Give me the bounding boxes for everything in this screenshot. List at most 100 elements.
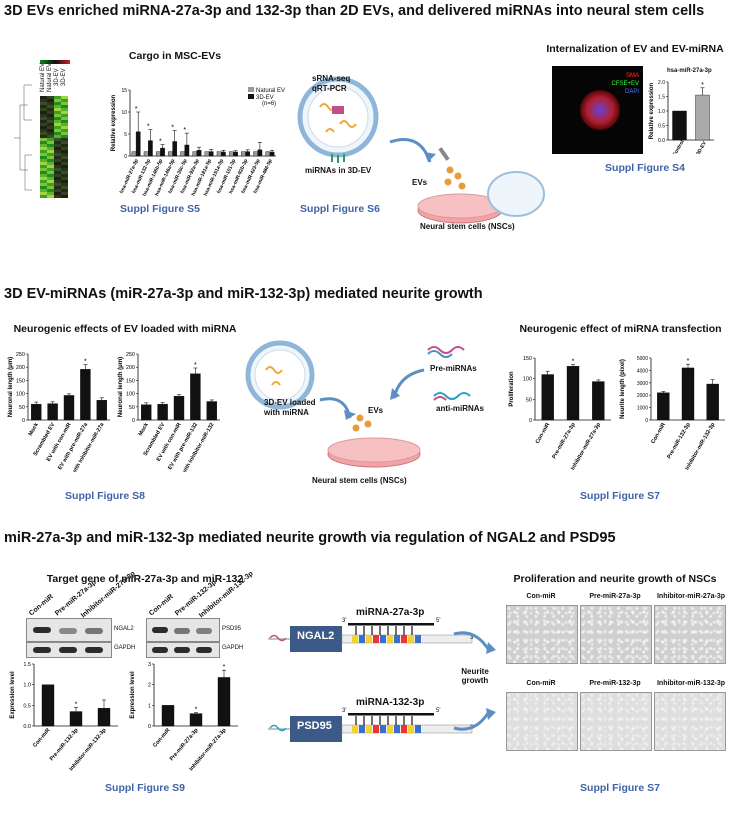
band bbox=[59, 628, 77, 634]
heatmap-cell bbox=[61, 159, 68, 162]
category-label: Pre-miR-132-3p bbox=[666, 421, 692, 459]
fluorescence-image: SMA CFSE+EV DAPI bbox=[552, 66, 643, 154]
bar bbox=[706, 383, 719, 421]
seed-nucleotide bbox=[359, 635, 365, 643]
bar bbox=[221, 151, 226, 157]
y-tick-label: 50 bbox=[526, 397, 532, 403]
pipette bbox=[438, 147, 450, 161]
heatmap-cell bbox=[61, 102, 68, 105]
bar bbox=[143, 151, 149, 157]
heatmap-cell bbox=[61, 195, 68, 198]
section-2-title: 3D EV-miRNAs (miR-27a-3p and miR-132-3p)… bbox=[4, 286, 483, 302]
utr-1-3prime: 3' bbox=[470, 635, 475, 641]
heatmap-cell bbox=[40, 111, 47, 114]
bar bbox=[241, 151, 246, 157]
legend-natural-ev: Natural EV bbox=[256, 88, 286, 94]
heatmap-cell bbox=[47, 120, 54, 123]
arrow-down-head bbox=[486, 708, 496, 720]
heatmap-cell bbox=[61, 177, 68, 180]
y-tick-label: 10 bbox=[121, 110, 127, 116]
heatmap-cell bbox=[40, 162, 47, 165]
heatmap-cell bbox=[54, 171, 61, 174]
heatmap-cell bbox=[54, 195, 61, 198]
bar bbox=[265, 151, 271, 157]
y-tick-label: 150 bbox=[126, 378, 135, 384]
seed-nucleotide bbox=[380, 635, 386, 643]
ev-surface-markers bbox=[331, 154, 345, 163]
caption-s4: Suppl Figure S4 bbox=[605, 162, 685, 174]
heatmap-colorbar bbox=[40, 60, 70, 64]
y-axis-label: Expression level bbox=[130, 671, 136, 719]
heatmap-cell bbox=[61, 180, 68, 183]
micrograph-r2-c3 bbox=[654, 692, 726, 751]
seed-nucleotide bbox=[352, 725, 358, 733]
y-tick-label: 1 bbox=[148, 703, 151, 709]
heatmap-cell bbox=[61, 141, 68, 144]
s6-evs: EVs bbox=[412, 178, 428, 187]
heatmap-cell bbox=[54, 159, 61, 162]
category-label: Inhibitor-miR-27a-3p bbox=[570, 421, 602, 470]
panel-s8-title: Neurogenic effects of EV loaded with miR… bbox=[13, 323, 237, 335]
heatmap-cell bbox=[47, 162, 54, 165]
y-axis-label: Neurite length (pixel) bbox=[620, 359, 626, 419]
heatmap-cell bbox=[40, 195, 47, 198]
s4-chart-title: hsa-miR-27a-3p bbox=[667, 68, 712, 74]
heatmap-cell bbox=[47, 114, 54, 117]
heatmap-cell bbox=[40, 183, 47, 186]
mirna-strand-2 bbox=[348, 713, 434, 716]
heatmap-cell bbox=[47, 183, 54, 186]
legend-cfse: CFSE+EV bbox=[611, 81, 639, 87]
label-psd95: PSD95 bbox=[222, 626, 242, 632]
heatmap-cell bbox=[40, 177, 47, 180]
bar bbox=[47, 403, 58, 421]
band bbox=[33, 647, 51, 653]
caption-s8: Suppl Figure S8 bbox=[65, 490, 145, 502]
heatmap-cell bbox=[40, 168, 47, 171]
category-label: Mock bbox=[138, 421, 151, 437]
y-tick-label: 0.0 bbox=[23, 724, 31, 730]
s8-nsc: Neural stem cells (NSCs) bbox=[312, 476, 407, 485]
heatmap-cell bbox=[47, 138, 54, 141]
heatmap-cell bbox=[54, 156, 61, 159]
label-ngal2: NGAL2 bbox=[114, 626, 134, 632]
band bbox=[85, 628, 103, 634]
heatmap-cell bbox=[47, 144, 54, 147]
heatmap-cells bbox=[40, 96, 68, 198]
heatmap-cell bbox=[61, 153, 68, 156]
heatmap-cell bbox=[40, 114, 47, 117]
loaded-mirnas bbox=[265, 366, 283, 386]
bar bbox=[196, 150, 202, 157]
panel-s5-title: Cargo in MSC-EVs bbox=[128, 50, 222, 62]
bar bbox=[566, 366, 580, 421]
micrograph-r2-c2 bbox=[580, 692, 652, 751]
bar bbox=[672, 110, 687, 141]
blot-ngal2 bbox=[26, 618, 112, 642]
bar bbox=[233, 151, 238, 157]
significance-star: * bbox=[195, 707, 198, 714]
label-gapdh-right: GAPDH bbox=[222, 645, 244, 651]
mirna-1-5prime: 5' bbox=[436, 618, 441, 624]
legend-swatch-natural bbox=[248, 87, 254, 92]
heatmap-cell bbox=[47, 153, 54, 156]
mirna-2-3prime: 3' bbox=[342, 708, 347, 714]
band bbox=[152, 647, 168, 653]
heatmap-cell bbox=[47, 147, 54, 150]
heatmap-col-1: Natural EV bbox=[40, 62, 46, 92]
category-label: Pre-miR-27a-3p bbox=[169, 727, 200, 762]
section-3-title: miR-27a-3p and miR-132-3p mediated neuri… bbox=[4, 530, 616, 546]
bar bbox=[97, 708, 111, 727]
mrna-cap-1 bbox=[269, 634, 287, 642]
anti-mirna-glyph bbox=[433, 392, 471, 401]
significance-star: * bbox=[75, 701, 78, 708]
heatmap-cell bbox=[61, 162, 68, 165]
y-tick-label: 0.0 bbox=[658, 138, 665, 144]
significance-star: * bbox=[223, 664, 226, 671]
y-axis-label: Relative expression bbox=[111, 94, 117, 151]
heatmap-cell bbox=[61, 114, 68, 117]
heatmap-cell bbox=[40, 129, 47, 132]
heatmap-cell bbox=[61, 150, 68, 153]
category-label: Control bbox=[672, 139, 686, 154]
bar bbox=[257, 149, 263, 157]
heatmap-cell bbox=[47, 117, 54, 120]
y-axis-label: Relative expression bbox=[649, 82, 655, 139]
